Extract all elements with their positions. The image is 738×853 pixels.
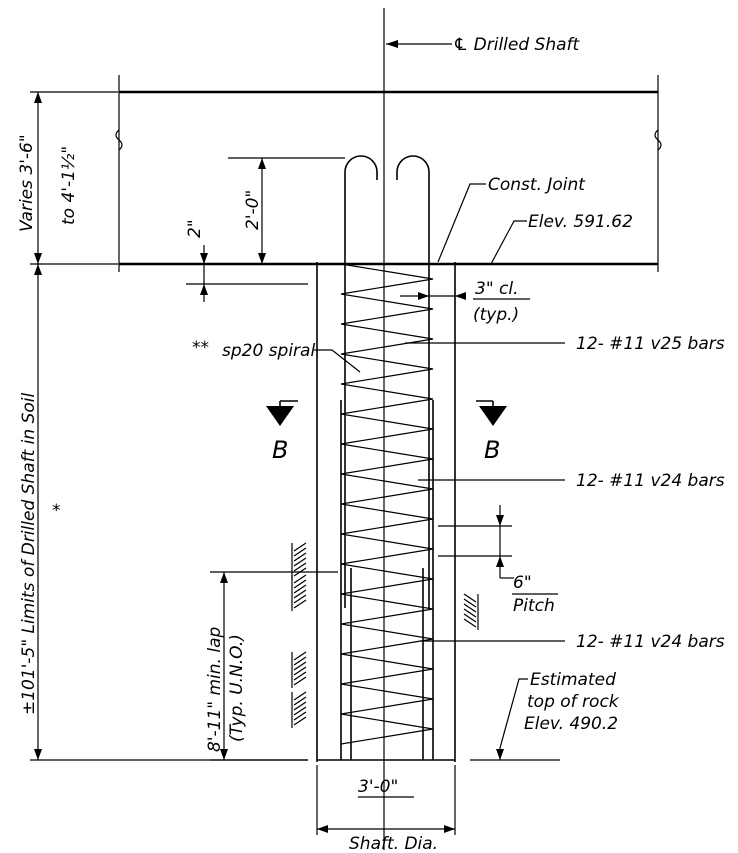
pitch-label: Pitch [513,596,555,616]
bars-v25-label: 12- #11 v25 bars [576,334,725,354]
spiral-mark: ** [192,338,209,358]
const-joint-label: Const. Joint [488,175,586,195]
bars-right-hooked [396,155,430,262]
break-line-right [654,129,662,151]
bars-v24-upper-label: 12- #11 v24 bars [576,471,725,491]
section-label-left: B [272,436,288,464]
const-joint-leader [437,183,486,263]
spiral-leader [314,349,361,373]
limits-text: ±101'-5" Limits of Drilled Shaft in Soil [19,393,39,715]
elev-top-label: Elev. 591.62 [528,212,633,232]
lap-text-2: (Typ. U.N.O.) [227,634,247,742]
hatch-mark [291,651,307,688]
dim-2in-text: 2" [185,219,205,238]
bars-left-hooked [344,155,378,262]
pitch-value: 6" [513,573,532,593]
rock-text-2: top of rock [527,692,620,712]
soil-hatching [291,542,479,728]
clear-cover-text-2: (typ.) [473,305,519,325]
shaft-dia-value: 3'-0" [358,777,398,797]
varies-text-1: Varies 3'-6" [17,134,37,232]
varies-text-2: to 4'-1½" [59,146,79,225]
section-marker-right [476,400,507,426]
break-line-left [115,129,123,151]
centerline-leader [386,40,452,48]
section-label-right: B [484,436,500,464]
spiral-label: sp20 spiral [222,341,315,361]
lap-text-1: 8'-11" min. lap [205,627,225,752]
bars-v24-lower-label: 12- #11 v24 bars [576,632,725,652]
clear-cover-text-1: 3" cl. [475,279,519,299]
hatch-mark [291,691,307,728]
elev-top-leader [490,220,527,265]
rock-text-1: Estimated [530,670,616,690]
dim-2ft-text: 2'-0" [243,190,263,230]
hatch-mark [291,542,307,579]
shaft-dia-label: Shaft. Dia. [349,834,438,853]
rock-text-3: Elev. 490.2 [524,714,618,734]
limits-asterisk: * [52,501,61,521]
hatch-mark [291,574,307,611]
hatch-mark [463,593,479,630]
centerline-label: ℄ Drilled Shaft [453,35,581,55]
section-marker-left [266,400,298,426]
spiral-reinforcement [340,263,434,745]
